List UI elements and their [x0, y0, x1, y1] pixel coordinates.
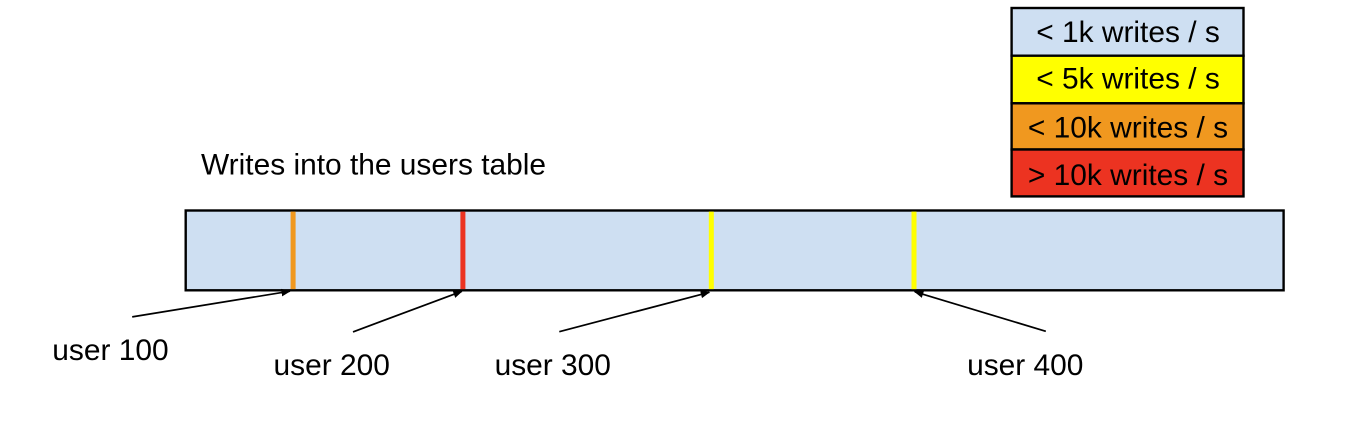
svg-text:Writes into the users table: Writes into the users table	[201, 149, 546, 182]
svg-text:< 1k writes / s: < 1k writes / s	[1036, 16, 1220, 49]
svg-text:< 10k writes / s: < 10k writes / s	[1028, 112, 1228, 145]
svg-text:user 100: user 100	[52, 334, 168, 367]
svg-text:user 200: user 200	[274, 349, 390, 382]
svg-text:> 10k writes / s: > 10k writes / s	[1028, 159, 1228, 192]
svg-text:user 400: user 400	[967, 349, 1083, 382]
svg-text:< 5k writes / s: < 5k writes / s	[1036, 62, 1220, 95]
svg-text:user 300: user 300	[495, 349, 611, 382]
